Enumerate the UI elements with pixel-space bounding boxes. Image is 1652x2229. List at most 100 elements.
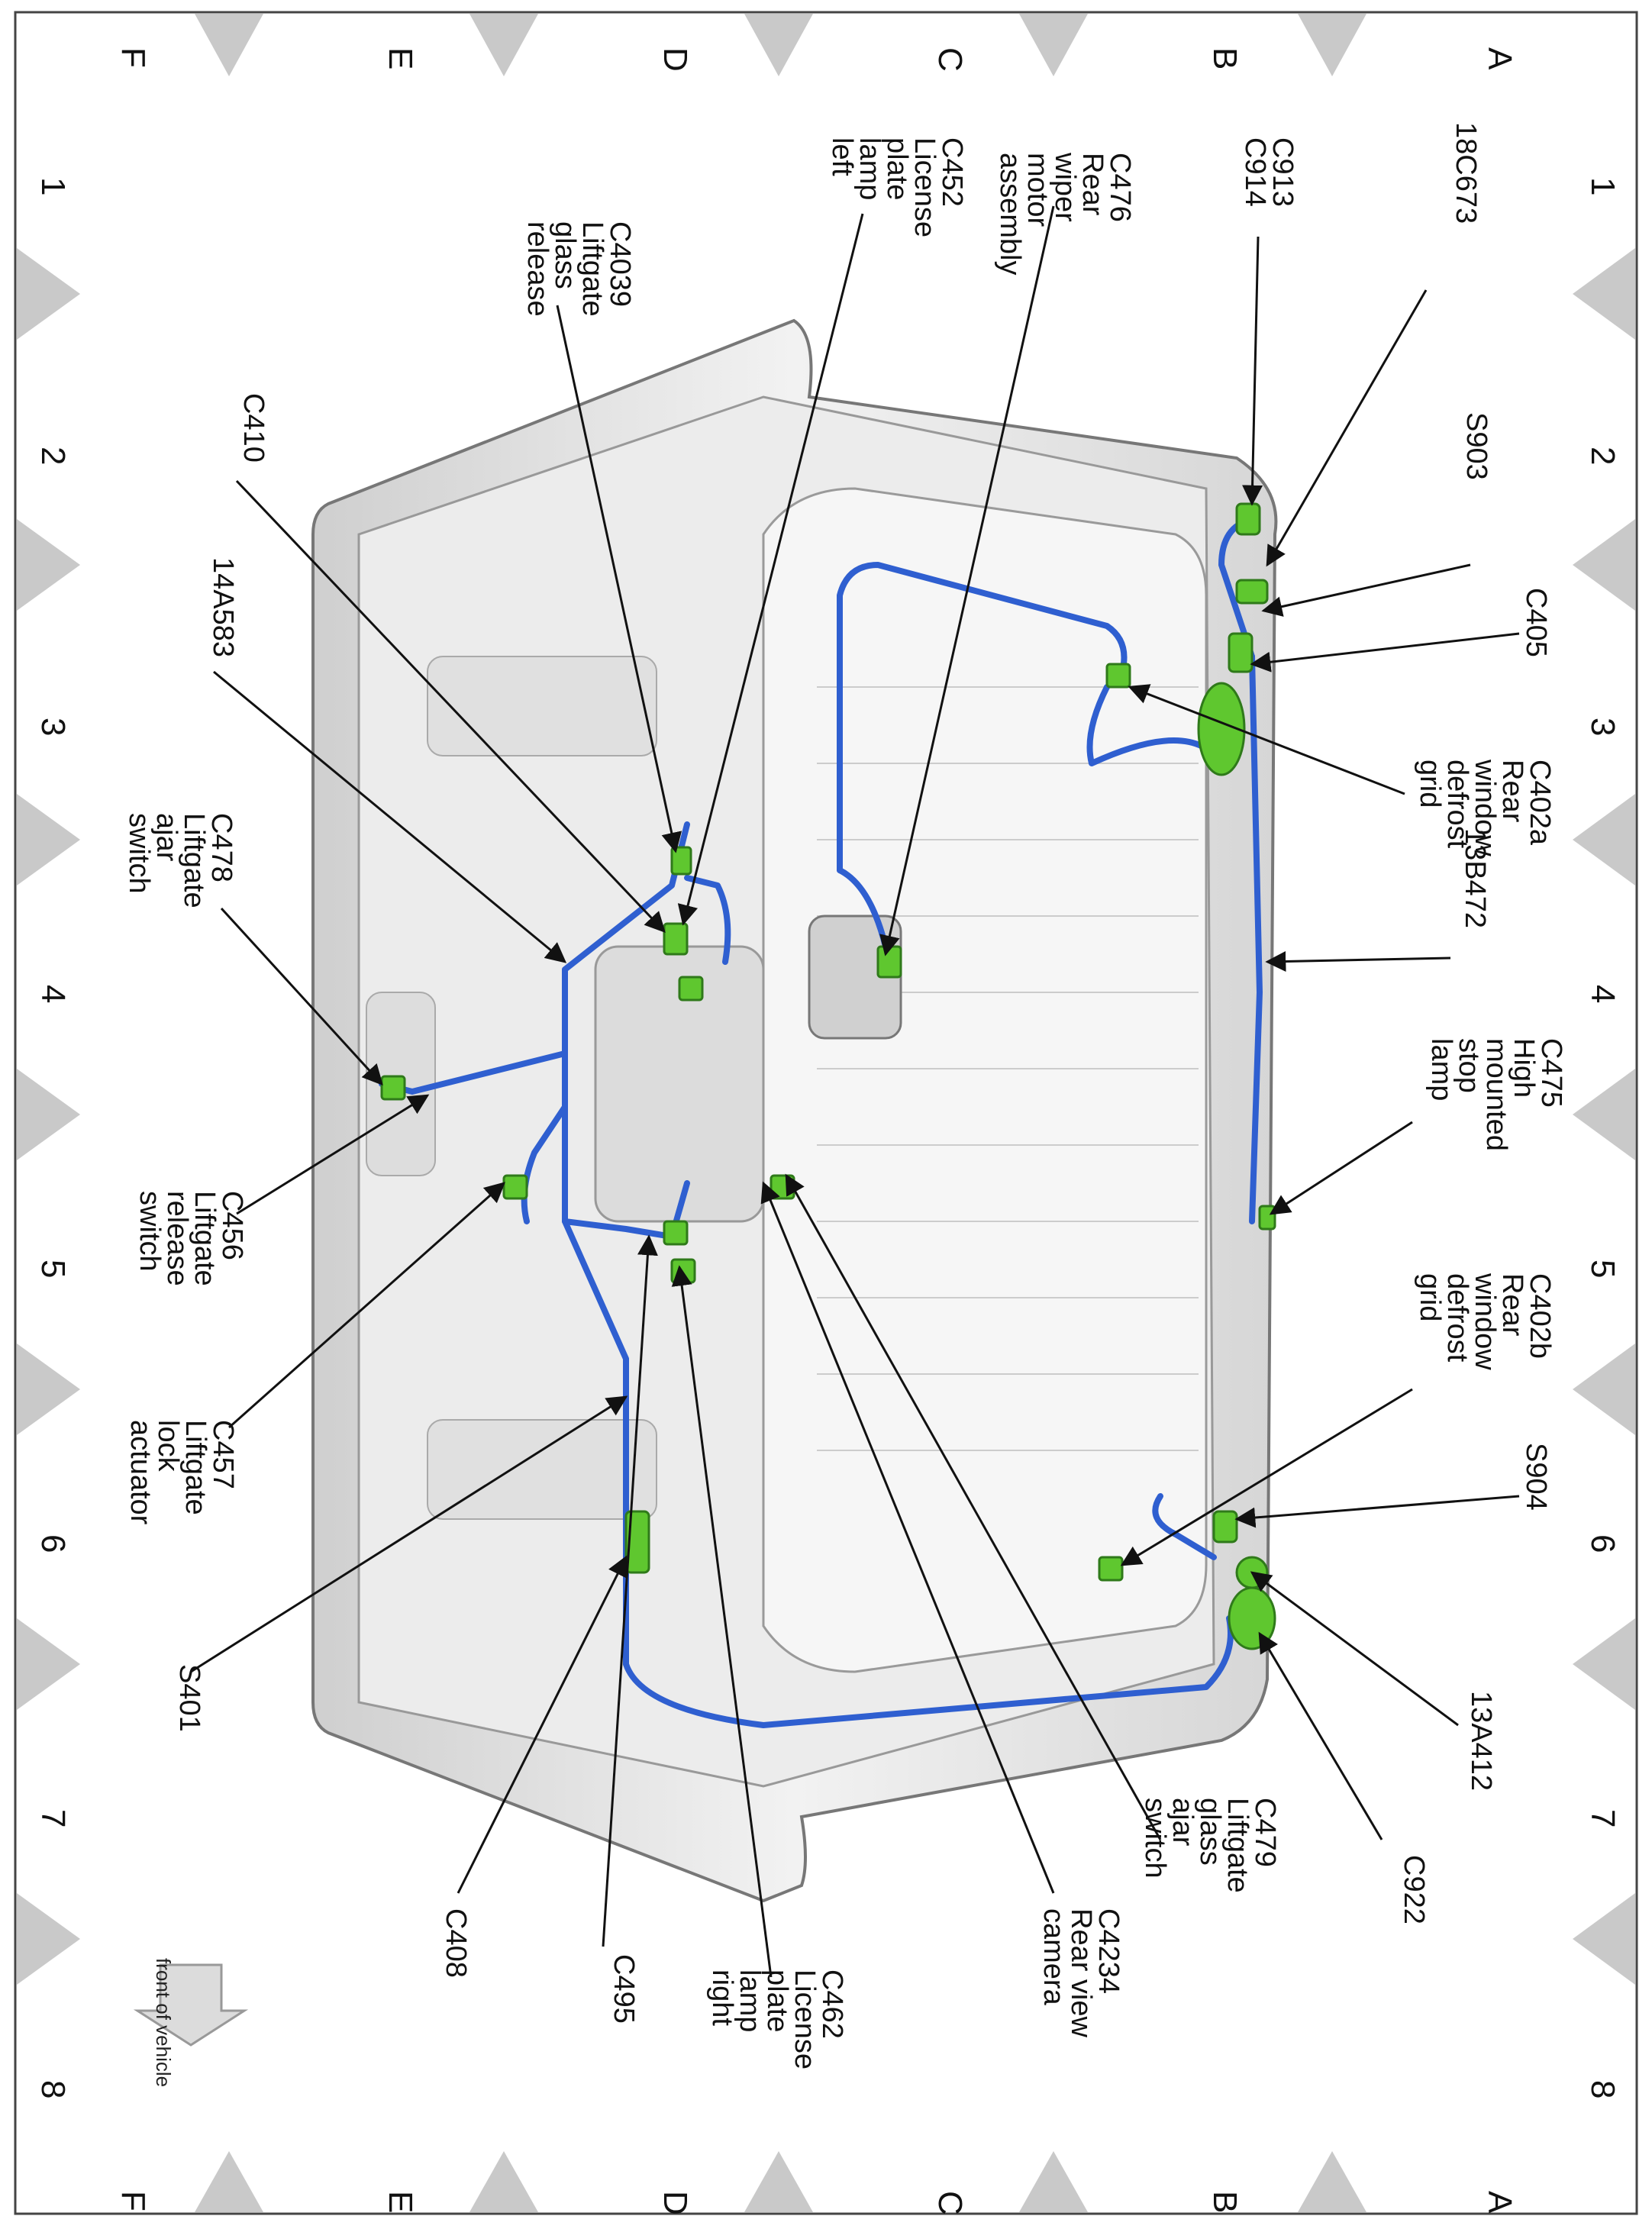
label-line: glass bbox=[1194, 1798, 1226, 1866]
label-line: lock bbox=[152, 1420, 184, 1473]
label-line: right bbox=[706, 1969, 738, 2026]
label-line: Rear view bbox=[1065, 1908, 1097, 2037]
col-label-4-bottom: 4 bbox=[34, 985, 72, 1003]
col-label-8-bottom: 8 bbox=[34, 2080, 72, 2098]
col-label-7-top: 7 bbox=[1584, 1809, 1621, 1827]
label-line: C479 bbox=[1249, 1798, 1281, 1867]
label-line: lamp bbox=[1425, 1038, 1457, 1101]
label-line: C402a bbox=[1524, 760, 1556, 846]
col-label-3-bottom: 3 bbox=[34, 718, 72, 736]
grid-labels-bottom: 1 2 3 4 5 6 7 8 bbox=[34, 177, 72, 2098]
col-label-3-top: 3 bbox=[1584, 718, 1621, 736]
grid-markers bbox=[17, 14, 1635, 2212]
col-label-5-bottom: 5 bbox=[34, 1260, 72, 1278]
row-label-D-top: D bbox=[657, 47, 694, 72]
connectors bbox=[380, 502, 1276, 1650]
col-label-8-top: 8 bbox=[1584, 2080, 1621, 2098]
label-line: ajar bbox=[150, 813, 182, 862]
label-C408: C408 bbox=[440, 1908, 472, 1978]
label-line: mounted bbox=[1480, 1038, 1512, 1151]
label-line: Rear bbox=[1496, 760, 1528, 823]
label-line: C4234 bbox=[1092, 1908, 1124, 1994]
label-S903: S903 bbox=[1460, 412, 1492, 480]
col-label-4-top: 4 bbox=[1584, 985, 1621, 1003]
row-label-B-bottom: B bbox=[1206, 2191, 1244, 2213]
col-label-2-bottom: 2 bbox=[34, 447, 72, 465]
label-line: grid bbox=[1414, 760, 1446, 808]
label-line: lamp bbox=[853, 137, 886, 200]
label-line: C913 bbox=[1266, 137, 1299, 207]
label-line: assembly bbox=[994, 153, 1026, 276]
grid-labels-top: 1 2 3 4 5 6 7 8 bbox=[1584, 177, 1621, 2098]
outer-frame bbox=[14, 11, 1638, 2215]
label-line: C456 bbox=[216, 1191, 248, 1260]
label-line: window bbox=[1469, 1273, 1501, 1370]
label-C495: C495 bbox=[608, 1954, 640, 2024]
label-line: plate bbox=[881, 137, 913, 200]
label-line: defrost bbox=[1441, 1273, 1473, 1363]
label-line: 13B472 bbox=[1459, 828, 1491, 928]
label-line: Rear bbox=[1496, 1273, 1528, 1337]
label-line: lamp bbox=[734, 1969, 766, 2032]
label-line: stop bbox=[1453, 1038, 1485, 1093]
row-label-C-top: C bbox=[931, 47, 969, 72]
label-line: camera bbox=[1037, 1908, 1070, 2006]
label-line: Rear bbox=[1076, 153, 1108, 216]
row-label-A-bottom: A bbox=[1481, 2191, 1518, 2214]
label-line: C408 bbox=[440, 1908, 472, 1978]
label-line: switch bbox=[134, 1191, 166, 1272]
label-line: Liftgate bbox=[189, 1191, 221, 1286]
col-label-6-bottom: 6 bbox=[34, 1534, 72, 1553]
label-line: release bbox=[521, 221, 553, 317]
col-label-2-top: 2 bbox=[1584, 447, 1621, 465]
label-line: S903 bbox=[1460, 412, 1492, 480]
label-line: motor bbox=[1021, 153, 1053, 227]
label-line: left bbox=[826, 137, 858, 176]
row-label-E-bottom: E bbox=[382, 2191, 419, 2213]
label-line: License bbox=[789, 1969, 821, 2069]
liftgate-panel bbox=[311, 318, 1278, 1903]
label-line: C475 bbox=[1535, 1038, 1567, 1108]
label-line: C495 bbox=[608, 1954, 640, 2024]
label-18C673: 18C673 bbox=[1450, 122, 1482, 224]
front-of-vehicle-text: front of vehicle bbox=[152, 1958, 175, 2087]
label-line: High bbox=[1508, 1038, 1540, 1098]
row-label-F-top: F bbox=[115, 47, 152, 68]
row-label-E-top: E bbox=[382, 47, 419, 69]
label-line: Liftgate bbox=[1221, 1798, 1254, 1893]
label-C922: C922 bbox=[1398, 1855, 1430, 1924]
label-line: C410 bbox=[237, 393, 269, 463]
row-label-C-bottom: C bbox=[931, 2191, 969, 2215]
row-labels-left: A B C D E F bbox=[115, 47, 1518, 72]
front-arrow-icon bbox=[133, 1963, 249, 2047]
label-line: switch bbox=[123, 813, 155, 894]
label-line: C452 bbox=[936, 137, 968, 207]
label-line: actuator bbox=[124, 1420, 156, 1525]
row-labels-right: A B C D E F bbox=[115, 2191, 1518, 2215]
label-line: 13A412 bbox=[1465, 1691, 1497, 1791]
row-label-D-bottom: D bbox=[657, 2191, 694, 2215]
label-14A583: 14A583 bbox=[207, 557, 239, 657]
label-line: License bbox=[908, 137, 941, 237]
label-line: C402b bbox=[1524, 1273, 1556, 1359]
row-label-F-bottom: F bbox=[115, 2191, 152, 2211]
label-13B472: 13B472 bbox=[1459, 828, 1491, 928]
label-line: S401 bbox=[173, 1664, 205, 1732]
label-line: C4039 bbox=[604, 221, 636, 307]
label-line: grid bbox=[1414, 1273, 1446, 1321]
label-line: window bbox=[1469, 759, 1501, 856]
label-line: C405 bbox=[1520, 588, 1552, 657]
label-C405: C405 bbox=[1520, 588, 1552, 657]
